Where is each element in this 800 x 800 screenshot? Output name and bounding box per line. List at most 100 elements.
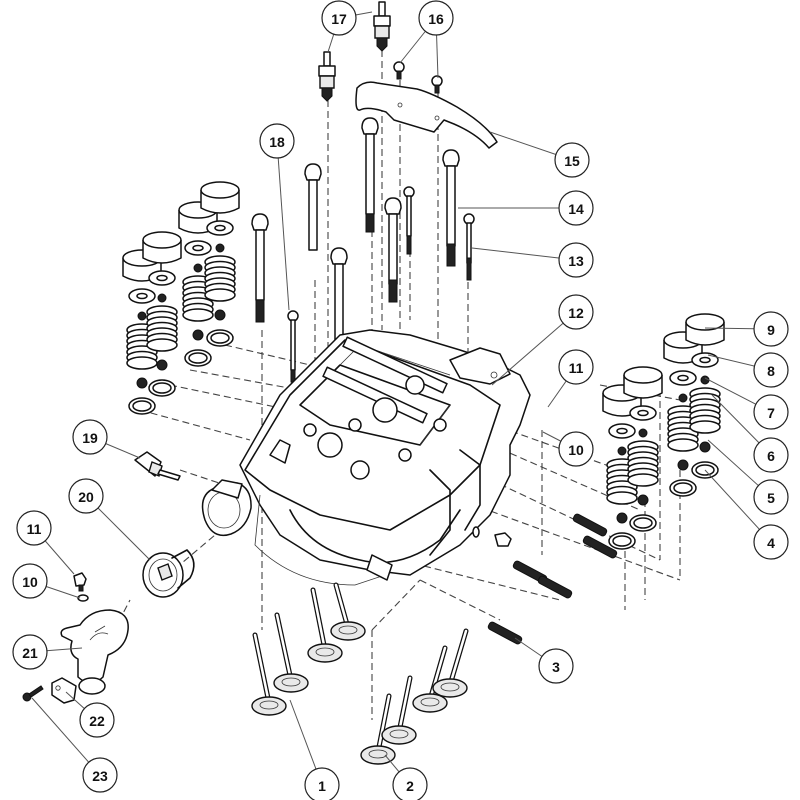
callout-bubble bbox=[558, 431, 594, 467]
valve bbox=[360, 693, 396, 765]
callout-number: 20 bbox=[78, 489, 94, 505]
bucket-tappet bbox=[623, 366, 663, 399]
bucket-tappet bbox=[200, 181, 240, 214]
spring-retainer bbox=[691, 352, 719, 368]
callout-number: 23 bbox=[92, 768, 108, 784]
valve-stem-seal bbox=[637, 494, 649, 506]
callout-bubble bbox=[259, 123, 295, 159]
callout-number: 3 bbox=[552, 659, 560, 675]
valve-spring bbox=[204, 255, 236, 302]
spring-seat-washer bbox=[629, 514, 657, 532]
callout-16[interactable]: 16 bbox=[418, 0, 454, 36]
callout-bubble bbox=[558, 294, 594, 330]
valve-stem-seal bbox=[699, 441, 711, 453]
callout-1[interactable]: 1 bbox=[304, 767, 340, 800]
callout-4[interactable]: 4 bbox=[753, 524, 789, 560]
callout-number: 8 bbox=[767, 363, 775, 379]
callout-bubble bbox=[558, 242, 594, 278]
callout-11b[interactable]: 11 bbox=[558, 349, 594, 385]
callout-number: 18 bbox=[269, 134, 285, 150]
spring-retainer bbox=[629, 405, 657, 421]
callout-13[interactable]: 13 bbox=[558, 242, 594, 278]
callout-number: 4 bbox=[767, 535, 775, 551]
callout-9[interactable]: 9 bbox=[753, 311, 789, 347]
valve bbox=[432, 628, 469, 698]
callout-number: 5 bbox=[767, 490, 775, 506]
callout-10[interactable]: 10 bbox=[12, 563, 48, 599]
callout-bubble bbox=[753, 352, 789, 388]
small-bolt-16a bbox=[393, 61, 405, 80]
callout-18[interactable]: 18 bbox=[259, 123, 295, 159]
washer-and-bolt-center bbox=[472, 526, 512, 547]
bucket-tappet bbox=[685, 313, 725, 346]
valve-collet bbox=[193, 263, 203, 273]
callout-leader-line bbox=[491, 311, 577, 386]
callout-number: 10 bbox=[568, 442, 584, 458]
spring-retainer bbox=[148, 270, 176, 286]
callout-3[interactable]: 3 bbox=[538, 648, 574, 684]
callout-number: 13 bbox=[568, 253, 584, 269]
callout-17[interactable]: 17 bbox=[321, 0, 357, 36]
callout-23[interactable]: 23 bbox=[82, 757, 118, 793]
valve-stem-seal bbox=[677, 459, 689, 471]
callout-7[interactable]: 7 bbox=[753, 394, 789, 430]
spring-retainer bbox=[128, 288, 156, 304]
callout-bubble bbox=[538, 648, 574, 684]
callout-number: 1 bbox=[318, 778, 326, 794]
temperature-sensor-19 bbox=[134, 451, 181, 481]
callout-19[interactable]: 19 bbox=[72, 419, 108, 455]
head-bolts bbox=[251, 117, 475, 383]
spring-seat-washer bbox=[669, 479, 697, 497]
valve-stem-seal bbox=[136, 377, 148, 389]
callout-bubble bbox=[16, 510, 52, 546]
callout-bubble bbox=[392, 767, 428, 800]
small-bolt-16b bbox=[431, 75, 443, 94]
valve-spring bbox=[689, 387, 721, 434]
left-valve-train-parts bbox=[122, 181, 240, 415]
callout-12[interactable]: 12 bbox=[558, 294, 594, 330]
valve bbox=[307, 587, 343, 663]
callout-bubble bbox=[72, 419, 108, 455]
callout-bubble bbox=[12, 563, 48, 599]
valve-collet bbox=[678, 393, 688, 403]
callout-22[interactable]: 22 bbox=[79, 702, 115, 738]
valves bbox=[251, 582, 469, 765]
valve-spring bbox=[146, 305, 178, 352]
callout-bubble bbox=[753, 437, 789, 473]
callout-5[interactable]: 5 bbox=[753, 479, 789, 515]
callout-14[interactable]: 14 bbox=[558, 190, 594, 226]
head-bolt bbox=[304, 163, 322, 251]
callout-20[interactable]: 20 bbox=[68, 478, 104, 514]
callout-bubble bbox=[12, 634, 48, 670]
valve-collet bbox=[638, 428, 648, 438]
bracket-15 bbox=[355, 81, 498, 149]
callout-number: 22 bbox=[89, 713, 105, 729]
callout-10b[interactable]: 10 bbox=[558, 431, 594, 467]
callout-number: 16 bbox=[428, 11, 444, 27]
valve-collet bbox=[157, 293, 167, 303]
spark-plug-left bbox=[318, 51, 336, 102]
head-bolt bbox=[384, 197, 402, 303]
callout-number: 11 bbox=[27, 521, 42, 537]
head-bolt bbox=[361, 117, 379, 233]
callout-8[interactable]: 8 bbox=[753, 352, 789, 388]
valve-collet bbox=[215, 243, 225, 253]
callout-bubble bbox=[753, 524, 789, 560]
callout-bubble bbox=[753, 479, 789, 515]
callout-21[interactable]: 21 bbox=[12, 634, 48, 670]
thermostat-housing-21 bbox=[60, 609, 129, 695]
callout-2[interactable]: 2 bbox=[392, 767, 428, 800]
valve-stem-seal bbox=[616, 512, 628, 524]
callout-bubble bbox=[82, 757, 118, 793]
callout-6[interactable]: 6 bbox=[753, 437, 789, 473]
callout-bubble bbox=[558, 349, 594, 385]
callout-number: 2 bbox=[406, 778, 414, 794]
callout-11[interactable]: 11 bbox=[16, 510, 52, 546]
callout-bubble bbox=[753, 394, 789, 430]
callout-15[interactable]: 15 bbox=[554, 142, 590, 178]
valve bbox=[330, 582, 366, 641]
callout-bubble bbox=[554, 142, 590, 178]
callout-number: 14 bbox=[568, 201, 584, 217]
